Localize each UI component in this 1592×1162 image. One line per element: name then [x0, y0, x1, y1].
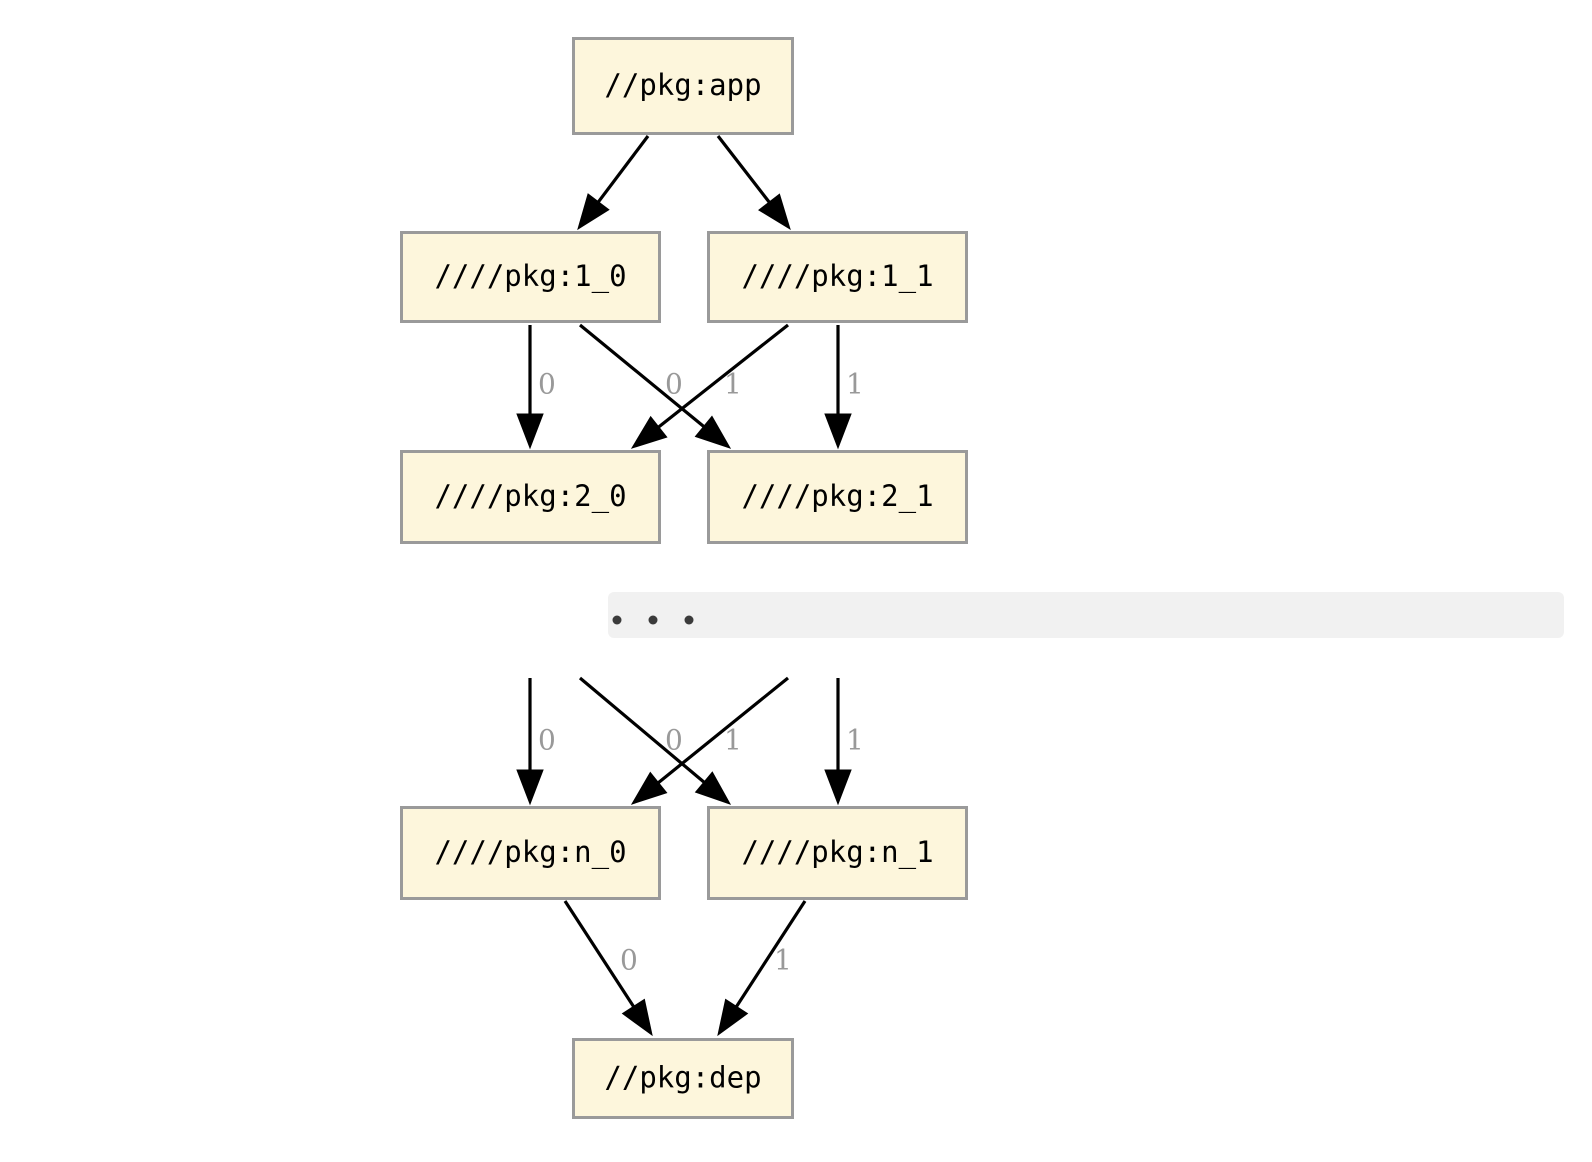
edge-arrowhead-icon — [630, 771, 668, 805]
ellipsis-layer — [608, 592, 1564, 638]
edge-arrowhead-icon — [694, 771, 732, 805]
edges-layer — [516, 135, 852, 1037]
edge-shaft — [578, 676, 713, 790]
node-label: ////pkg:n_0 — [434, 835, 626, 870]
graph-edge — [717, 900, 807, 1037]
edge-shaft — [591, 135, 650, 211]
edge-arrowhead-icon — [516, 413, 544, 450]
ellipsis-dot-icon — [684, 615, 694, 625]
graph-node-l2_1[interactable]: ////pkg:2_1 — [707, 450, 968, 544]
graph-edge — [578, 323, 732, 449]
edge-label: 1 — [846, 368, 864, 401]
ellipsis-dot-icon — [648, 615, 658, 625]
node-box[interactable] — [400, 806, 661, 900]
edge-label: 0 — [620, 944, 638, 977]
ellipsis-dot-icon — [612, 615, 622, 625]
edge-label: 0 — [538, 368, 556, 401]
node-box[interactable] — [707, 450, 968, 544]
node-label: ////pkg:1_1 — [741, 259, 933, 294]
graph-node-ln_0[interactable]: ////pkg:n_0 — [400, 806, 661, 900]
edge-shaft — [650, 676, 790, 790]
edge-shaft — [578, 323, 713, 434]
node-box[interactable] — [400, 231, 661, 323]
edge-arrowhead-icon — [630, 415, 668, 449]
graph-edge — [578, 676, 732, 805]
node-label: ////pkg:1_0 — [434, 259, 626, 294]
graph-edge — [824, 678, 852, 806]
edge-arrowhead-icon — [694, 415, 732, 449]
edge-arrowhead-icon — [758, 193, 791, 231]
edge-arrowhead-icon — [717, 998, 749, 1037]
graph-edge — [630, 676, 790, 805]
edge-label: 0 — [665, 724, 683, 757]
edge-shaft — [563, 900, 641, 1016]
edge-label: 1 — [774, 944, 792, 977]
node-box[interactable] — [707, 806, 968, 900]
node-box[interactable] — [400, 450, 661, 544]
edge-arrowhead-icon — [577, 193, 610, 231]
edge-label: 0 — [538, 724, 556, 757]
graph-edge — [516, 325, 544, 450]
edge-labels-layer: 0 1 0 1 0 1 0 1 0 1 — [538, 368, 864, 977]
node-box[interactable] — [707, 231, 968, 323]
graph-node-dep[interactable]: //pkg:dep — [572, 1038, 794, 1119]
graph-edge — [716, 135, 791, 231]
node-box[interactable] — [572, 37, 794, 135]
graph-node-l2_0[interactable]: ////pkg:2_0 — [400, 450, 661, 544]
truncation-ellipsis — [608, 592, 1564, 638]
graph-node-l1_0[interactable]: ////pkg:1_0 — [400, 231, 661, 323]
edge-label: 0 — [665, 368, 683, 401]
edge-label: 1 — [724, 368, 742, 401]
graph-node-ln_1[interactable]: ////pkg:n_1 — [707, 806, 968, 900]
graph-edge — [577, 135, 650, 231]
graph-edge — [630, 323, 789, 449]
node-label: ////pkg:n_1 — [741, 835, 933, 870]
edge-arrowhead-icon — [516, 769, 544, 806]
ellipsis-band — [608, 592, 1564, 638]
node-label: ////pkg:2_1 — [741, 479, 933, 514]
node-label: //pkg:app — [604, 68, 761, 102]
graph-edge — [824, 325, 852, 450]
graph-edge — [516, 678, 544, 806]
edge-label: 1 — [846, 724, 864, 757]
graph-node-l1_1[interactable]: ////pkg:1_1 — [707, 231, 968, 323]
graph-node-app[interactable]: //pkg:app — [572, 37, 794, 135]
edge-shaft — [729, 900, 807, 1016]
nodes-layer: //pkg:app ////pkg:1_0 ////pkg:1_1 ////pkg:2… — [400, 37, 968, 1119]
edge-arrowhead-icon — [824, 413, 852, 450]
edge-arrowhead-icon — [824, 769, 852, 806]
node-box[interactable] — [572, 1038, 794, 1119]
graph-edge — [563, 900, 653, 1037]
node-label: //pkg:dep — [604, 1061, 761, 1095]
edge-shaft — [716, 135, 777, 211]
edge-shaft — [650, 323, 789, 435]
node-label: ////pkg:2_0 — [434, 479, 626, 514]
edge-arrowhead-icon — [621, 998, 653, 1037]
edge-label: 1 — [724, 724, 742, 757]
